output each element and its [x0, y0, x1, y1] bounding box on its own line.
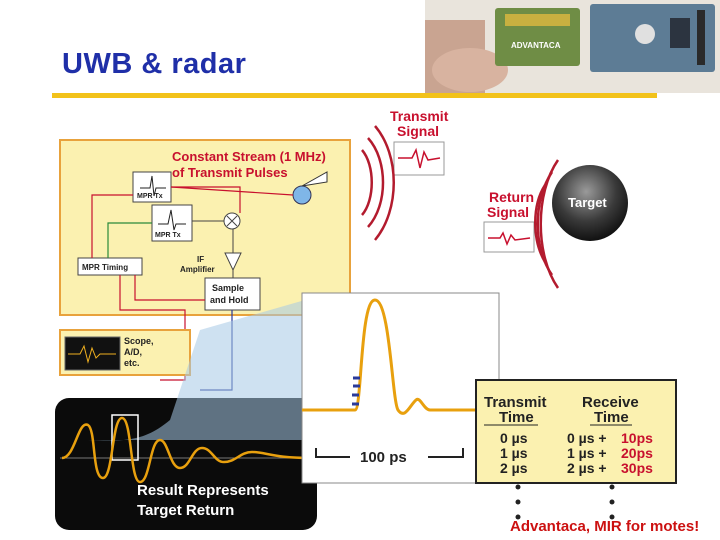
transmit-arc-1: [361, 149, 373, 216]
transmit-signal-wave: [398, 147, 441, 169]
target-label: Target: [568, 195, 607, 210]
mpr-tx-pulse: [158, 209, 186, 231]
wire-timing-to-tx-top: [91, 194, 133, 258]
table-col2-row-2-offset: 20ps: [621, 445, 653, 461]
transmit-arc-3: [374, 125, 395, 241]
table-col1-row-2: 1 µs: [500, 445, 528, 461]
credit-caption: Advantaca, MIR for motes!: [510, 518, 700, 535]
target-sphere: [552, 165, 628, 241]
time-scale-label: 100 ps: [360, 449, 407, 466]
antenna-horn: [301, 171, 328, 187]
antenna-node: [292, 185, 312, 205]
constant-stream-label: Constant Stream (1 MHz)of Transmit Pulse…: [172, 149, 326, 180]
return-signal-wave: [488, 231, 531, 247]
photo-chip: [670, 18, 690, 48]
photo-connector: [697, 10, 705, 65]
mpr-tx-top-label: MPR Tx: [137, 193, 163, 200]
scope-trace: [68, 344, 116, 364]
mpr-tx-top-pulse: [140, 175, 166, 197]
table-dot: [515, 514, 521, 520]
slide-title: UWB & radar: [62, 48, 247, 80]
table-col2-row-2-base: 1 µs +: [567, 445, 607, 461]
hardware-photo: ADVANTACA: [425, 0, 720, 93]
result-zoom-box: [111, 414, 139, 461]
photo-board-strip: [505, 14, 570, 26]
sample-hold-box: [204, 277, 261, 311]
table-col2-row-1-base: 0 µs +: [567, 430, 607, 446]
mpr-timing-label: MPR Timing: [82, 263, 128, 272]
time-scale-bracket: [315, 448, 464, 458]
photo-component: [635, 24, 655, 44]
wire-timing-to-tx: [107, 222, 152, 258]
table-dot: [515, 484, 521, 490]
mpr-tx-label: MPR Tx: [155, 232, 181, 239]
pulse-waveform: [302, 298, 499, 415]
mixer-cross: [226, 215, 238, 227]
table-col1-row-3: 2 µs: [500, 460, 528, 476]
scope-label: Scope,A/D,etc.: [124, 336, 154, 368]
pulse-zoom-panel: [301, 292, 500, 484]
table-col1-row-1: 0 µs: [500, 430, 528, 446]
table-col2-row-1-offset: 10ps: [621, 430, 653, 446]
table-dot: [609, 514, 615, 520]
mpr-tx-box: [151, 204, 193, 242]
return-signal-box: [483, 221, 535, 253]
photo-finger: [432, 48, 508, 92]
wire-timing-to-sh: [134, 275, 205, 301]
return-arc-3: [539, 159, 560, 289]
pulse-samples: [352, 376, 360, 406]
table-dot: [609, 499, 615, 505]
table-dot: [515, 499, 521, 505]
timing-table: [475, 379, 677, 484]
photo-chip-label: ADVANTACA: [511, 41, 561, 50]
table-col2-row-3-offset: 30ps: [621, 460, 653, 476]
wire-tx-to-mixer: [171, 186, 241, 213]
table-col2-row-3-base: 2 µs +: [567, 460, 607, 476]
title-rule: [52, 93, 657, 98]
table-dot: [609, 484, 615, 490]
transmit-arc-2: [367, 137, 385, 228]
result-waveform: [61, 416, 313, 484]
mpr-timing-box: [77, 257, 143, 276]
wire-tx-to-antenna: [170, 186, 294, 196]
zoom-projection: [80, 300, 305, 441]
wire-timing-to-scope: [119, 275, 186, 381]
